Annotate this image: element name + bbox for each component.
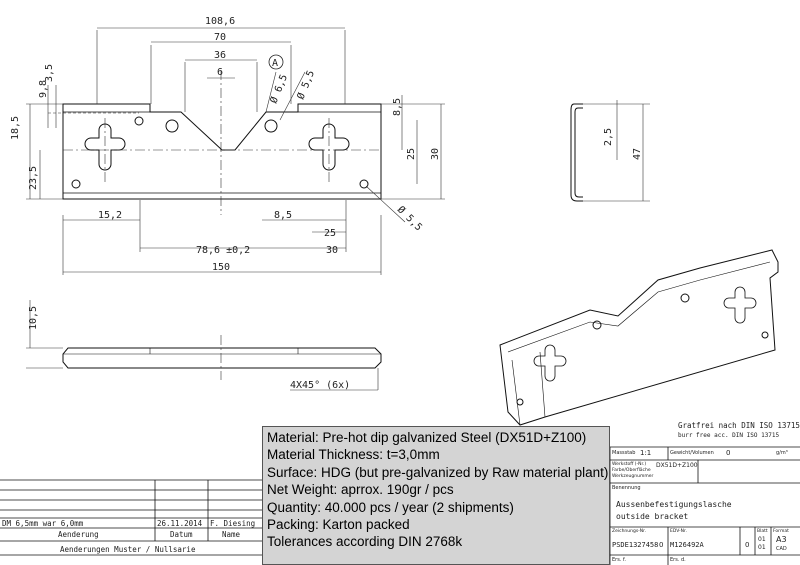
spec-surface: Surface: HDG (but pre-galvanized by Raw … <box>267 464 609 480</box>
dim-70: 70 <box>214 32 226 43</box>
drawing-no-label: Zeichnungs-Nr. <box>612 529 647 534</box>
dim-108-6: 108,6 <box>205 16 235 27</box>
isometric-view <box>499 249 779 426</box>
material-label-1: Werkstoff (-Nr.) <box>612 462 647 467</box>
detail-marker-label: A <box>272 58 278 69</box>
revision-footer: Aenderungen Muster / Nullsarie <box>60 545 196 554</box>
material-value: DX51D+Z100 <box>656 462 698 469</box>
title-en: outside bracket <box>616 512 689 521</box>
scale-label: Massstab <box>612 450 636 456</box>
format-value: A3 <box>776 535 787 544</box>
dim-8-5-vertical: 8,5 <box>392 98 403 116</box>
sheet-label: Blatt <box>757 529 768 534</box>
material-label-2: Farbe/Oberfläche <box>612 468 651 473</box>
title-de: Aussenbefestigungslasche <box>616 500 732 509</box>
revision-entry-text: DM 6,5mm war 6,0mm <box>2 519 84 528</box>
edv-label: EDV-Nr. <box>670 529 687 534</box>
sheet-value: 01 <box>758 536 766 543</box>
dim-8-5-horizontal: 8,5 <box>274 210 292 221</box>
spec-tolerances: Tolerances according DIN 2768k <box>267 534 463 550</box>
hole-small-1 <box>134 116 144 126</box>
specification-box: Material: Pre-hot dip galvanized Steel (… <box>262 426 610 565</box>
hole-2 <box>264 119 278 133</box>
dim-23-5: 23,5 <box>28 166 39 190</box>
dim-78-6: 78,6 ±0,2 <box>196 245 250 256</box>
spec-thickness: Material Thickness: t=3,0mm <box>267 447 440 463</box>
spec-quantity: Quantity: 40.000 pcs / year (2 shipments… <box>267 499 514 515</box>
weight-value: 0 <box>726 449 731 457</box>
burr-note-de: Gratfrei nach DIN ISO 13715 <box>678 421 800 430</box>
cad-label: CAD <box>776 546 787 552</box>
dim-6: 6 <box>217 67 223 78</box>
weight-unit: g/m³ <box>776 450 788 456</box>
name-label: Benennung <box>612 485 641 491</box>
drawing-no: PSDE1327458 <box>612 541 659 549</box>
dim-phi-5-5-bottom: Ø 5,5 <box>395 204 425 234</box>
revision-col-change: Aenderung <box>58 530 99 539</box>
ers-f-label: Ers. f. <box>612 557 626 563</box>
revision-entry-date: 26.11.2014 <box>157 519 203 528</box>
revision-col-date: Datum <box>170 530 193 539</box>
spec-material: Material: Pre-hot dip galvanized Steel (… <box>267 430 587 445</box>
dim-30-horizontal: 30 <box>326 245 338 256</box>
spec-net-weight: Net Weight: aprrox. 190gr / pcs <box>267 482 454 498</box>
hole-1 <box>165 119 179 133</box>
keyhole-slot-left <box>84 123 126 171</box>
material-label-3: Werkzeugnummer <box>612 474 654 479</box>
ers-d-label: Ers. d. <box>670 557 686 563</box>
revision-entry-name: F. Diesing <box>210 519 256 528</box>
spec-packing: Packing: Karton packed <box>267 517 410 533</box>
burr-note-en: burr free acc. DIN ISO 13715 <box>678 432 780 439</box>
dim-36: 36 <box>214 50 226 61</box>
sheets-value: 01 <box>758 544 766 551</box>
dim-9-8: 9,8 <box>38 80 49 98</box>
scale-value: 1:1 <box>640 449 652 457</box>
dim-18-5: 18,5 <box>10 116 21 140</box>
drawing-rev: 0 <box>659 541 664 549</box>
dim-47: 47 <box>632 148 643 160</box>
edv-rev: 0 <box>745 541 750 549</box>
revision-col-name: Name <box>222 530 241 539</box>
format-label: Format <box>773 529 789 534</box>
dim-150: 150 <box>212 262 230 273</box>
dim-phi-6-5: Ø 6,5 <box>268 73 290 105</box>
weight-label: Gewicht/Volumen <box>670 450 714 456</box>
dim-3-5: 3,5 <box>44 64 55 82</box>
dim-chamfer: 4X45° (6x) <box>290 380 350 391</box>
detail-marker-circle <box>268 54 284 70</box>
bottom-view-outline <box>62 347 382 369</box>
keyhole-slot-right <box>308 123 350 171</box>
dim-10-5: 10,5 <box>28 306 39 330</box>
dim-25-horizontal: 25 <box>324 228 336 239</box>
side-view-profile <box>570 103 583 202</box>
dim-15-2: 15,2 <box>98 210 122 221</box>
dim-25-vertical: 25 <box>406 148 417 160</box>
hole-small-2 <box>71 179 81 189</box>
edv-no: M126492A <box>670 541 704 549</box>
hole-small-3 <box>359 179 369 189</box>
dim-30-vertical: 30 <box>430 148 441 160</box>
dim-2-5: 2,5 <box>603 128 614 146</box>
